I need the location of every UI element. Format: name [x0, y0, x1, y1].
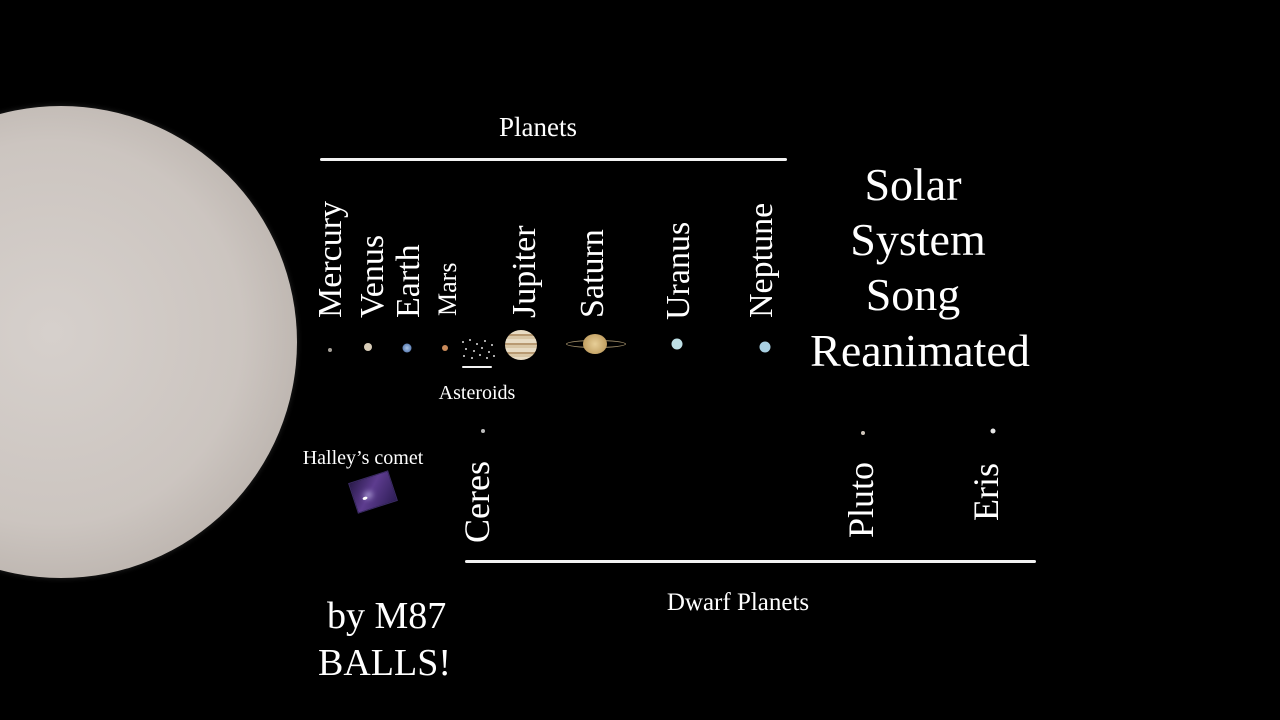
- planet-venus: [364, 343, 372, 351]
- dwarf-label-pluto: Pluto: [843, 462, 879, 538]
- title-line-1: Solar: [864, 162, 961, 208]
- planet-saturn: [583, 334, 607, 354]
- dwarf-planet-ceres: [481, 429, 485, 433]
- credit-line-2: BALLS!: [318, 644, 451, 682]
- credit-line-1: by M87: [327, 597, 446, 635]
- planet-earth: [403, 344, 412, 353]
- dwarf-planets-bracket-line: [465, 560, 1036, 563]
- planet-mercury: [328, 348, 332, 352]
- dwarf-planets-group-label: Dwarf Planets: [667, 589, 809, 617]
- planet-label-saturn: Saturn: [576, 229, 610, 318]
- asteroid-belt: [460, 338, 496, 360]
- asteroids-underline: [462, 366, 492, 368]
- dwarf-planet-eris: [991, 429, 996, 434]
- dwarf-label-eris: Eris: [968, 463, 1004, 521]
- planet-label-earth: Earth: [392, 244, 426, 318]
- planet-label-jupiter: Jupiter: [508, 225, 542, 318]
- planet-jupiter: [505, 330, 537, 360]
- planet-mars: [442, 345, 448, 351]
- title-line-3: Song: [866, 272, 961, 318]
- sun: [0, 106, 297, 578]
- halleys-comet-image: [348, 470, 398, 513]
- planet-label-mars: Mars: [435, 263, 461, 316]
- title-line-4: Reanimated: [810, 328, 1030, 374]
- title-line-2: System: [850, 217, 985, 263]
- planets-group-label: Planets: [499, 112, 577, 143]
- comet-nucleus: [362, 496, 368, 500]
- dwarf-planet-pluto: [861, 431, 865, 435]
- planet-label-mercury: Mercury: [314, 201, 348, 318]
- halleys-comet-label: Halley’s comet: [303, 447, 424, 470]
- planets-bracket-line: [320, 158, 787, 161]
- dwarf-label-ceres: Ceres: [459, 461, 495, 543]
- planet-uranus: [672, 339, 683, 350]
- planet-label-venus: Venus: [356, 235, 390, 318]
- planet-label-neptune: Neptune: [745, 203, 779, 318]
- asteroids-label: Asteroids: [439, 382, 516, 405]
- planet-label-uranus: Uranus: [662, 222, 696, 320]
- planet-neptune: [760, 342, 771, 353]
